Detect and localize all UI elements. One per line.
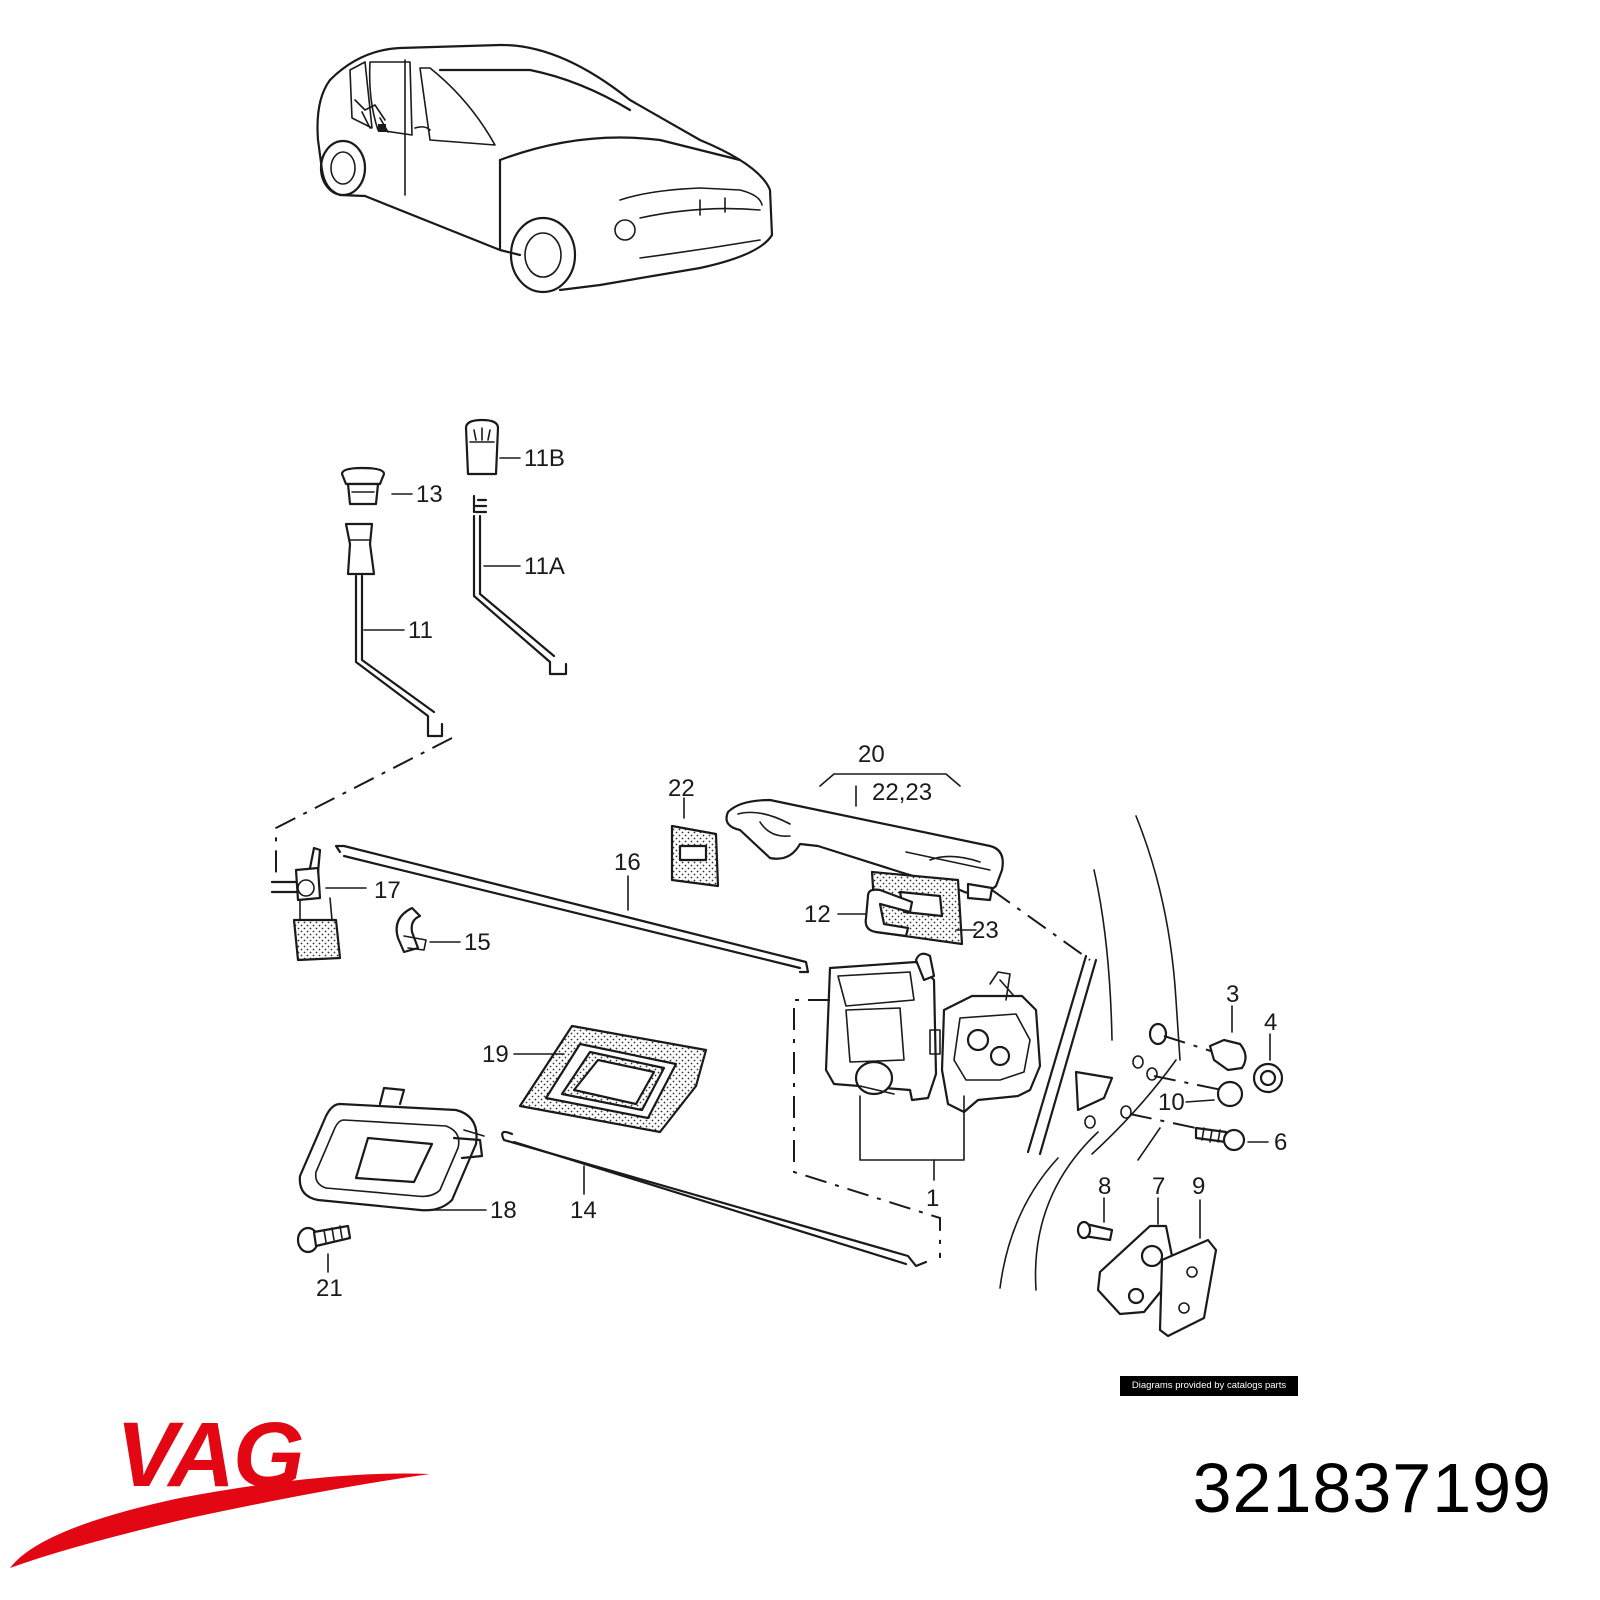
callout-13: 13 xyxy=(416,481,443,508)
part-11a-lock-rod xyxy=(472,494,568,676)
part-11-lock-rod xyxy=(344,522,444,738)
part-17-lever-bracket xyxy=(270,846,367,962)
callout-17: 17 xyxy=(374,877,401,904)
callout-22-23: 22,23 xyxy=(872,779,932,806)
logo-swoosh xyxy=(10,1473,430,1568)
car-overview-illustration xyxy=(316,43,774,294)
part-8-screw xyxy=(1076,1197,1114,1242)
callout-12: 12 xyxy=(804,901,831,928)
callout-labels: 11B 13 11A 11 20 22,23 22 16 17 12 23 15… xyxy=(316,445,1287,1302)
part-3-bolt xyxy=(1148,1005,1247,1072)
callout-22: 22 xyxy=(668,775,695,802)
part-20-outer-door-handle xyxy=(725,773,1004,896)
callout-1: 1 xyxy=(926,1185,939,1212)
callout-23: 23 xyxy=(972,917,999,944)
callout-18: 18 xyxy=(490,1197,517,1224)
part-15-clip xyxy=(395,906,461,954)
callout-7: 7 xyxy=(1152,1173,1165,1200)
part-9-shim-plate xyxy=(1158,1199,1218,1338)
callout-19: 19 xyxy=(482,1041,509,1068)
part-11b-lock-knob xyxy=(464,418,521,476)
callout-9: 9 xyxy=(1192,1173,1205,1200)
callout-14: 14 xyxy=(570,1197,597,1224)
part-1-door-lock-unit xyxy=(793,952,1042,1258)
diagram-credit: Diagrams provided by catalogs parts xyxy=(1120,1376,1298,1396)
part-16-remote-control-rod xyxy=(334,844,810,974)
logo-text: VAG xyxy=(116,1408,303,1506)
callout-15: 15 xyxy=(464,929,491,956)
callout-21: 21 xyxy=(316,1275,343,1302)
callout-3: 3 xyxy=(1226,981,1239,1008)
part-number: 321837199 xyxy=(1192,1449,1552,1527)
door-frame-outline xyxy=(999,815,1223,1291)
part-10-plug xyxy=(1185,1080,1244,1108)
part-4-nut xyxy=(1252,1033,1284,1094)
vag-logo: VAG xyxy=(10,1408,430,1568)
callout-6: 6 xyxy=(1274,1129,1287,1156)
callout-10: 10 xyxy=(1158,1089,1185,1116)
part-22-seal xyxy=(670,797,720,888)
part-12-handle-seal xyxy=(837,888,914,938)
part-18-inner-door-handle xyxy=(298,1086,487,1212)
callout-11b: 11B xyxy=(524,445,565,472)
callout-8: 8 xyxy=(1098,1173,1111,1200)
part-6-screw xyxy=(1194,1126,1269,1152)
callout-20: 20 xyxy=(858,741,885,768)
callout-11a: 11A xyxy=(524,553,565,580)
callout-4: 4 xyxy=(1264,1009,1277,1036)
part-19-seal xyxy=(513,1024,708,1134)
part-13-lock-button-guide xyxy=(340,466,413,506)
part-21-screw xyxy=(296,1224,352,1273)
callout-16: 16 xyxy=(614,849,641,876)
callout-11: 11 xyxy=(408,617,433,644)
part-14-inner-operating-rod xyxy=(501,1130,928,1268)
